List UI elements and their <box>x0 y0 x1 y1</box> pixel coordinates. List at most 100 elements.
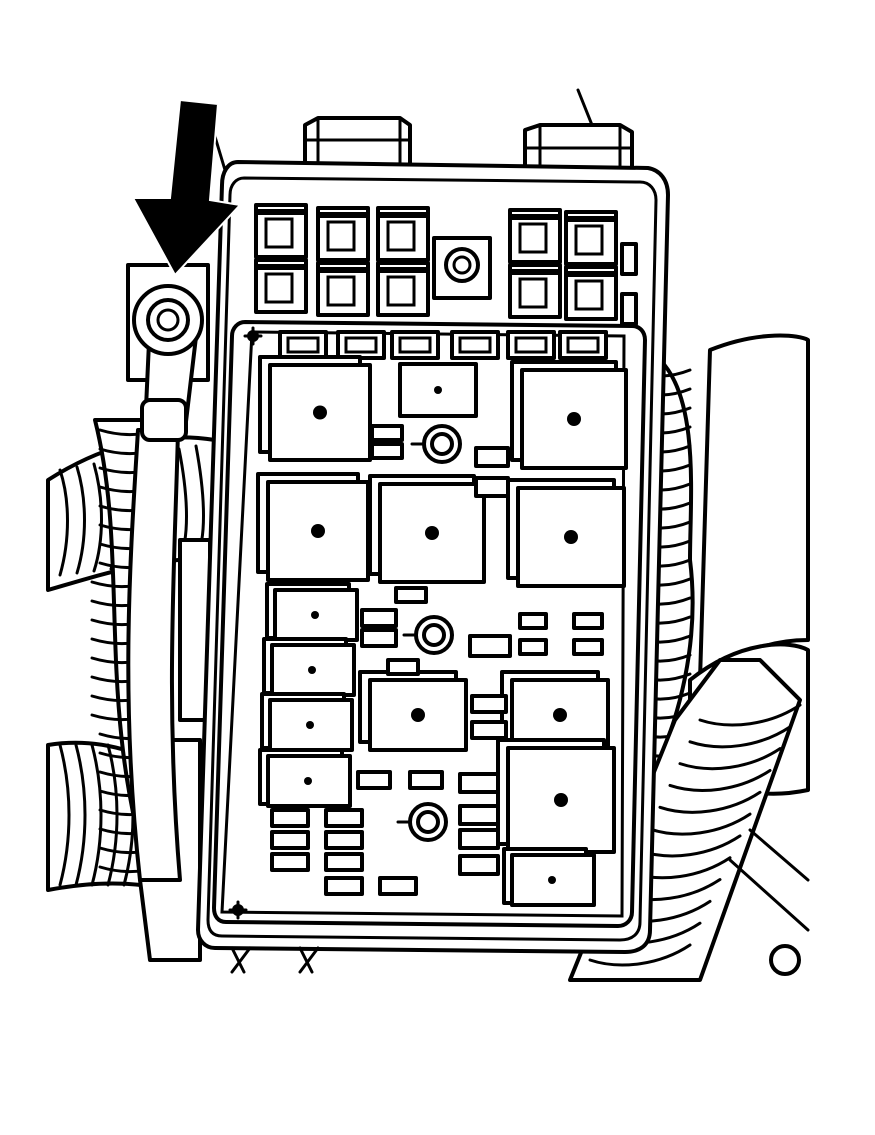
stud-nut <box>430 432 454 456</box>
fuse-top <box>320 212 366 218</box>
mini-fuse <box>360 608 398 628</box>
corner-screws <box>228 326 263 920</box>
upper-fuse-row <box>254 203 618 321</box>
fuse-window <box>264 272 294 304</box>
harness-ring <box>58 743 71 887</box>
fuse-top <box>512 214 558 220</box>
relay-pin <box>306 721 314 729</box>
mini-fuse <box>518 638 548 656</box>
relay-pin <box>564 530 578 544</box>
mini-fuse <box>458 828 500 850</box>
harness-ring <box>698 703 802 727</box>
mini-fuse <box>370 442 404 460</box>
mini-fuse <box>324 852 364 872</box>
fuse-window <box>574 279 604 311</box>
harness-ring <box>90 743 103 887</box>
top-stud <box>432 236 492 300</box>
down-arrow-icon <box>131 98 242 277</box>
large-relay-group <box>256 355 628 854</box>
fuse-window <box>566 336 600 354</box>
mini-fuse-row <box>278 330 608 360</box>
fuse-window <box>398 336 432 354</box>
relay-pin <box>553 708 567 722</box>
mini-fuse <box>458 804 500 826</box>
fuse-top <box>380 267 426 273</box>
harness-ring <box>688 725 792 749</box>
slot <box>620 242 638 276</box>
fuse-top <box>568 271 614 277</box>
harness-ring <box>75 465 86 575</box>
relay-pin <box>311 524 325 538</box>
mini-fuse <box>270 852 310 872</box>
harness-ring <box>74 743 87 887</box>
relay-pin <box>554 793 568 807</box>
top-latch-tabs <box>303 116 634 172</box>
mini-fuse <box>518 612 548 630</box>
mini-fuse <box>474 446 510 468</box>
housing-feet <box>230 946 320 974</box>
mini-fuse <box>370 424 404 442</box>
relay-pin <box>313 405 327 420</box>
harness-ring <box>678 747 782 771</box>
mini-fuse <box>324 830 364 850</box>
fuse-window <box>344 336 378 354</box>
fuse-window <box>264 217 294 249</box>
mini-fuse <box>270 830 310 850</box>
fuse-top <box>512 269 558 275</box>
fuse-window <box>286 336 320 354</box>
fuse-top <box>320 267 366 273</box>
mini-fuse <box>394 586 428 604</box>
fuse-window <box>386 275 416 307</box>
relay-pin <box>425 526 439 540</box>
mini-fuse <box>386 658 420 676</box>
mini-fuse <box>324 876 364 896</box>
fuse-window <box>574 224 604 256</box>
fuse-top <box>568 216 614 222</box>
stud-group <box>396 424 462 842</box>
mini-fuse <box>270 808 310 828</box>
ground-terminal-icon <box>126 284 204 882</box>
fuse-window <box>518 222 548 254</box>
fuse-window <box>326 220 356 252</box>
fuse-top <box>258 209 304 215</box>
relay-pin <box>308 666 316 674</box>
relay-pin <box>304 777 312 785</box>
mini-fuse-group <box>270 424 604 896</box>
relay-pin <box>311 611 319 619</box>
small-relay-group <box>258 582 596 907</box>
relay-pin <box>434 386 442 394</box>
fuse-window <box>514 336 548 354</box>
mini-fuse <box>356 770 392 790</box>
mini-fuse <box>378 876 418 896</box>
mini-fuse <box>470 720 508 740</box>
harness-ring <box>58 468 69 577</box>
fuse-window <box>518 277 548 309</box>
harness-ring <box>648 812 752 836</box>
mini-fuse <box>468 634 512 658</box>
stud-nut <box>416 810 440 834</box>
fuse-window <box>458 336 492 354</box>
slot <box>620 292 638 326</box>
mini-fuse <box>458 854 500 876</box>
mini-fuse <box>572 612 604 630</box>
relay-pin <box>567 412 581 426</box>
fuse-window <box>326 275 356 307</box>
mini-fuse <box>324 808 364 828</box>
mini-fuse <box>474 476 510 498</box>
relay-pin <box>548 876 556 884</box>
fuse-window <box>386 220 416 252</box>
mini-fuse <box>360 628 398 648</box>
relay-pin <box>411 708 425 722</box>
stud-nut <box>422 623 446 647</box>
mini-fuse <box>408 770 444 790</box>
harness-ring <box>92 462 103 573</box>
mini-fuse <box>458 772 500 794</box>
harness-ring <box>668 768 772 792</box>
harness-ring <box>658 790 762 814</box>
fuse-top <box>258 264 304 270</box>
harness-ring <box>588 943 692 967</box>
mini-fuse <box>470 694 508 714</box>
mini-fuse <box>572 638 604 656</box>
fuse-top <box>380 212 426 218</box>
